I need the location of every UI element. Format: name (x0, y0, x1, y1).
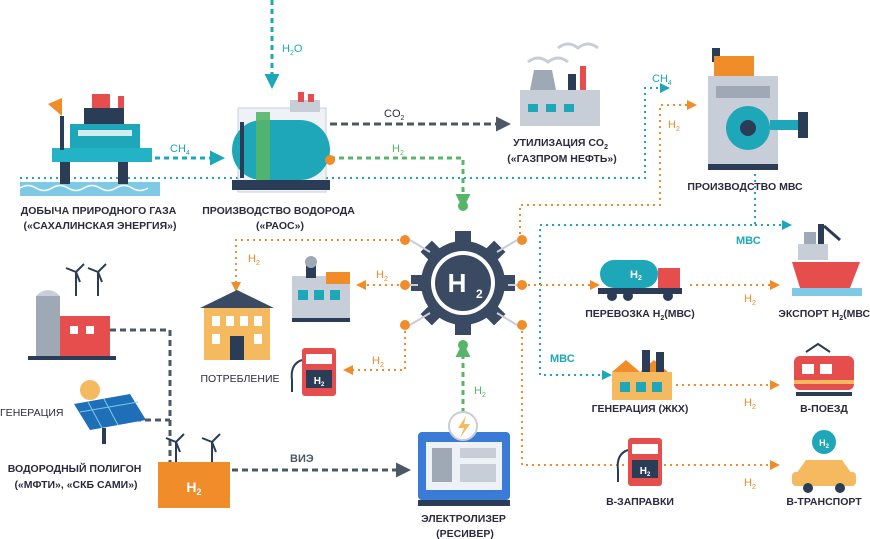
label-gas-extraction: ДОБЫЧА ПРИРОДНОГО ГАЗА («САХАЛИНСКАЯ ЭНЕ… (21, 205, 179, 232)
power-plant-icon (28, 263, 116, 360)
svg-text:H2: H2 (819, 438, 830, 450)
hub-subscript: 2 (476, 287, 483, 301)
flow-label-h2-mvs: H2 (668, 119, 680, 133)
svg-text:H2: H2 (630, 269, 642, 282)
label-transport: ПЕРЕВОЗКА H2(МВС) (585, 308, 695, 322)
label-consumption: ПОТРЕБЛЕНИЕ (200, 373, 279, 385)
flow-label-mvs-export: МВС (736, 235, 761, 247)
flow-label-h2o: H2O (282, 43, 303, 57)
hub-node-left-bottom (400, 320, 410, 330)
hub-node-top (458, 201, 468, 211)
hydrogen-polygon-icon: H2 (158, 433, 230, 508)
hub-symbol: H (448, 268, 467, 298)
flow-label-h2-electrolyzer: H2 (474, 385, 486, 399)
hub-node-left-mid (400, 280, 410, 290)
flow-h2-to-mvs-line (519, 100, 697, 240)
fuel-pump-icon: H2 (290, 348, 336, 396)
label-export: ЭКСПОРТ H2(МВС) (778, 308, 870, 322)
flow-label-ch4-mvs: CH4 (652, 73, 672, 87)
flow-label-ch4: CH4 (170, 143, 190, 157)
hub-node-bottom (458, 340, 468, 350)
flow-label-h2-pump: H2 (372, 355, 384, 369)
label-co2-utilization: УТИЛИЗАЦИЯ CO2 («ГАЗПРОМ НЕФТЬ») (507, 137, 616, 165)
train-icon (794, 342, 854, 396)
flow-label-h2-vehicle: H2 (744, 477, 756, 491)
electrolyzer-icon (418, 411, 510, 506)
hydrogen-hub-gear-icon: H 2 (400, 201, 527, 350)
flow-label-co2: CO2 (384, 108, 405, 122)
flow-lines (20, 0, 792, 478)
flow-ch4-to-mvs-line (20, 83, 670, 179)
label-generation-zhkh: ГЕНЕРАЦИЯ (ЖКХ) (592, 403, 689, 415)
label-mvs-production: ПРОИЗВОДСТВО МВС (687, 181, 803, 193)
mvs-production-icon (708, 48, 808, 170)
svg-text:H2: H2 (640, 466, 651, 478)
car-icon: H2 (792, 430, 856, 493)
hub-node-right-bottom (517, 320, 527, 330)
flow-label-h2-consumption: H2 (248, 253, 260, 267)
truck-icon: H2 (598, 260, 682, 301)
label-refueling: В-ЗАПРАВКИ (606, 496, 674, 508)
hub-node-left-top (400, 235, 410, 245)
node-labels: ДОБЫЧА ПРИРОДНОГО ГАЗА («САХАЛИНСКАЯ ЭНЕ… (0, 137, 870, 539)
gas-platform-icon (19, 94, 160, 196)
flow-label-h2-green: H2 (392, 143, 404, 157)
label-electrolyzer: ЭЛЕКТРОЛИЗЕР (РЕСИВЕР) (421, 513, 509, 539)
flow-hub-to-train-line (521, 325, 780, 470)
flow-labels: H2O CH4 CO2 H2 CH4 H2 МВС H2 H2 H2 H2 МВ… (170, 43, 761, 491)
flow-h2-to-hub-line (330, 156, 471, 209)
label-hydrogen-production: ПРОИЗВОДСТВО ВОДОРОДА («РАОС») (202, 205, 358, 232)
hub-node-right-mid (517, 280, 527, 290)
ship-icon (792, 224, 862, 296)
factory-icon (292, 256, 350, 322)
flow-label-h2-export: H2 (744, 293, 756, 307)
flow-hub-to-consumption-line (231, 239, 405, 292)
hydrogen-production-icon (232, 92, 335, 193)
label-train: В-ПОЕЗД (800, 403, 848, 415)
hub-node-right-top (517, 235, 527, 245)
flow-label-mvs-zhkh: МВС (550, 353, 575, 365)
label-generation-left: ГЕНЕРАЦИЯ (0, 407, 63, 419)
svg-text:H2: H2 (186, 479, 201, 497)
building-icon (200, 290, 274, 360)
label-hydrogen-polygon: ВОДОРОДНЫЙ ПОЛИГОН («МФТИ», «СКБ САМИ») (8, 462, 145, 491)
zhkh-plant-icon (612, 350, 672, 400)
flow-label-vie: ВИЭ (290, 453, 314, 465)
refueling-pump-icon: H2 (616, 438, 662, 486)
flow-hub-to-pump-line (343, 325, 406, 375)
flow-generation-to-polygon-line (110, 328, 172, 475)
svg-text:H2: H2 (314, 376, 325, 388)
flow-mvs-to-export-line (539, 168, 756, 380)
flow-label-h2-train: H2 (744, 397, 756, 411)
flow-label-h2-factory: H2 (376, 269, 388, 283)
co2-utilization-icon (520, 42, 600, 126)
solar-panel-icon (74, 380, 146, 444)
label-vehicle: В-ТРАНСПОРТ (786, 496, 862, 508)
